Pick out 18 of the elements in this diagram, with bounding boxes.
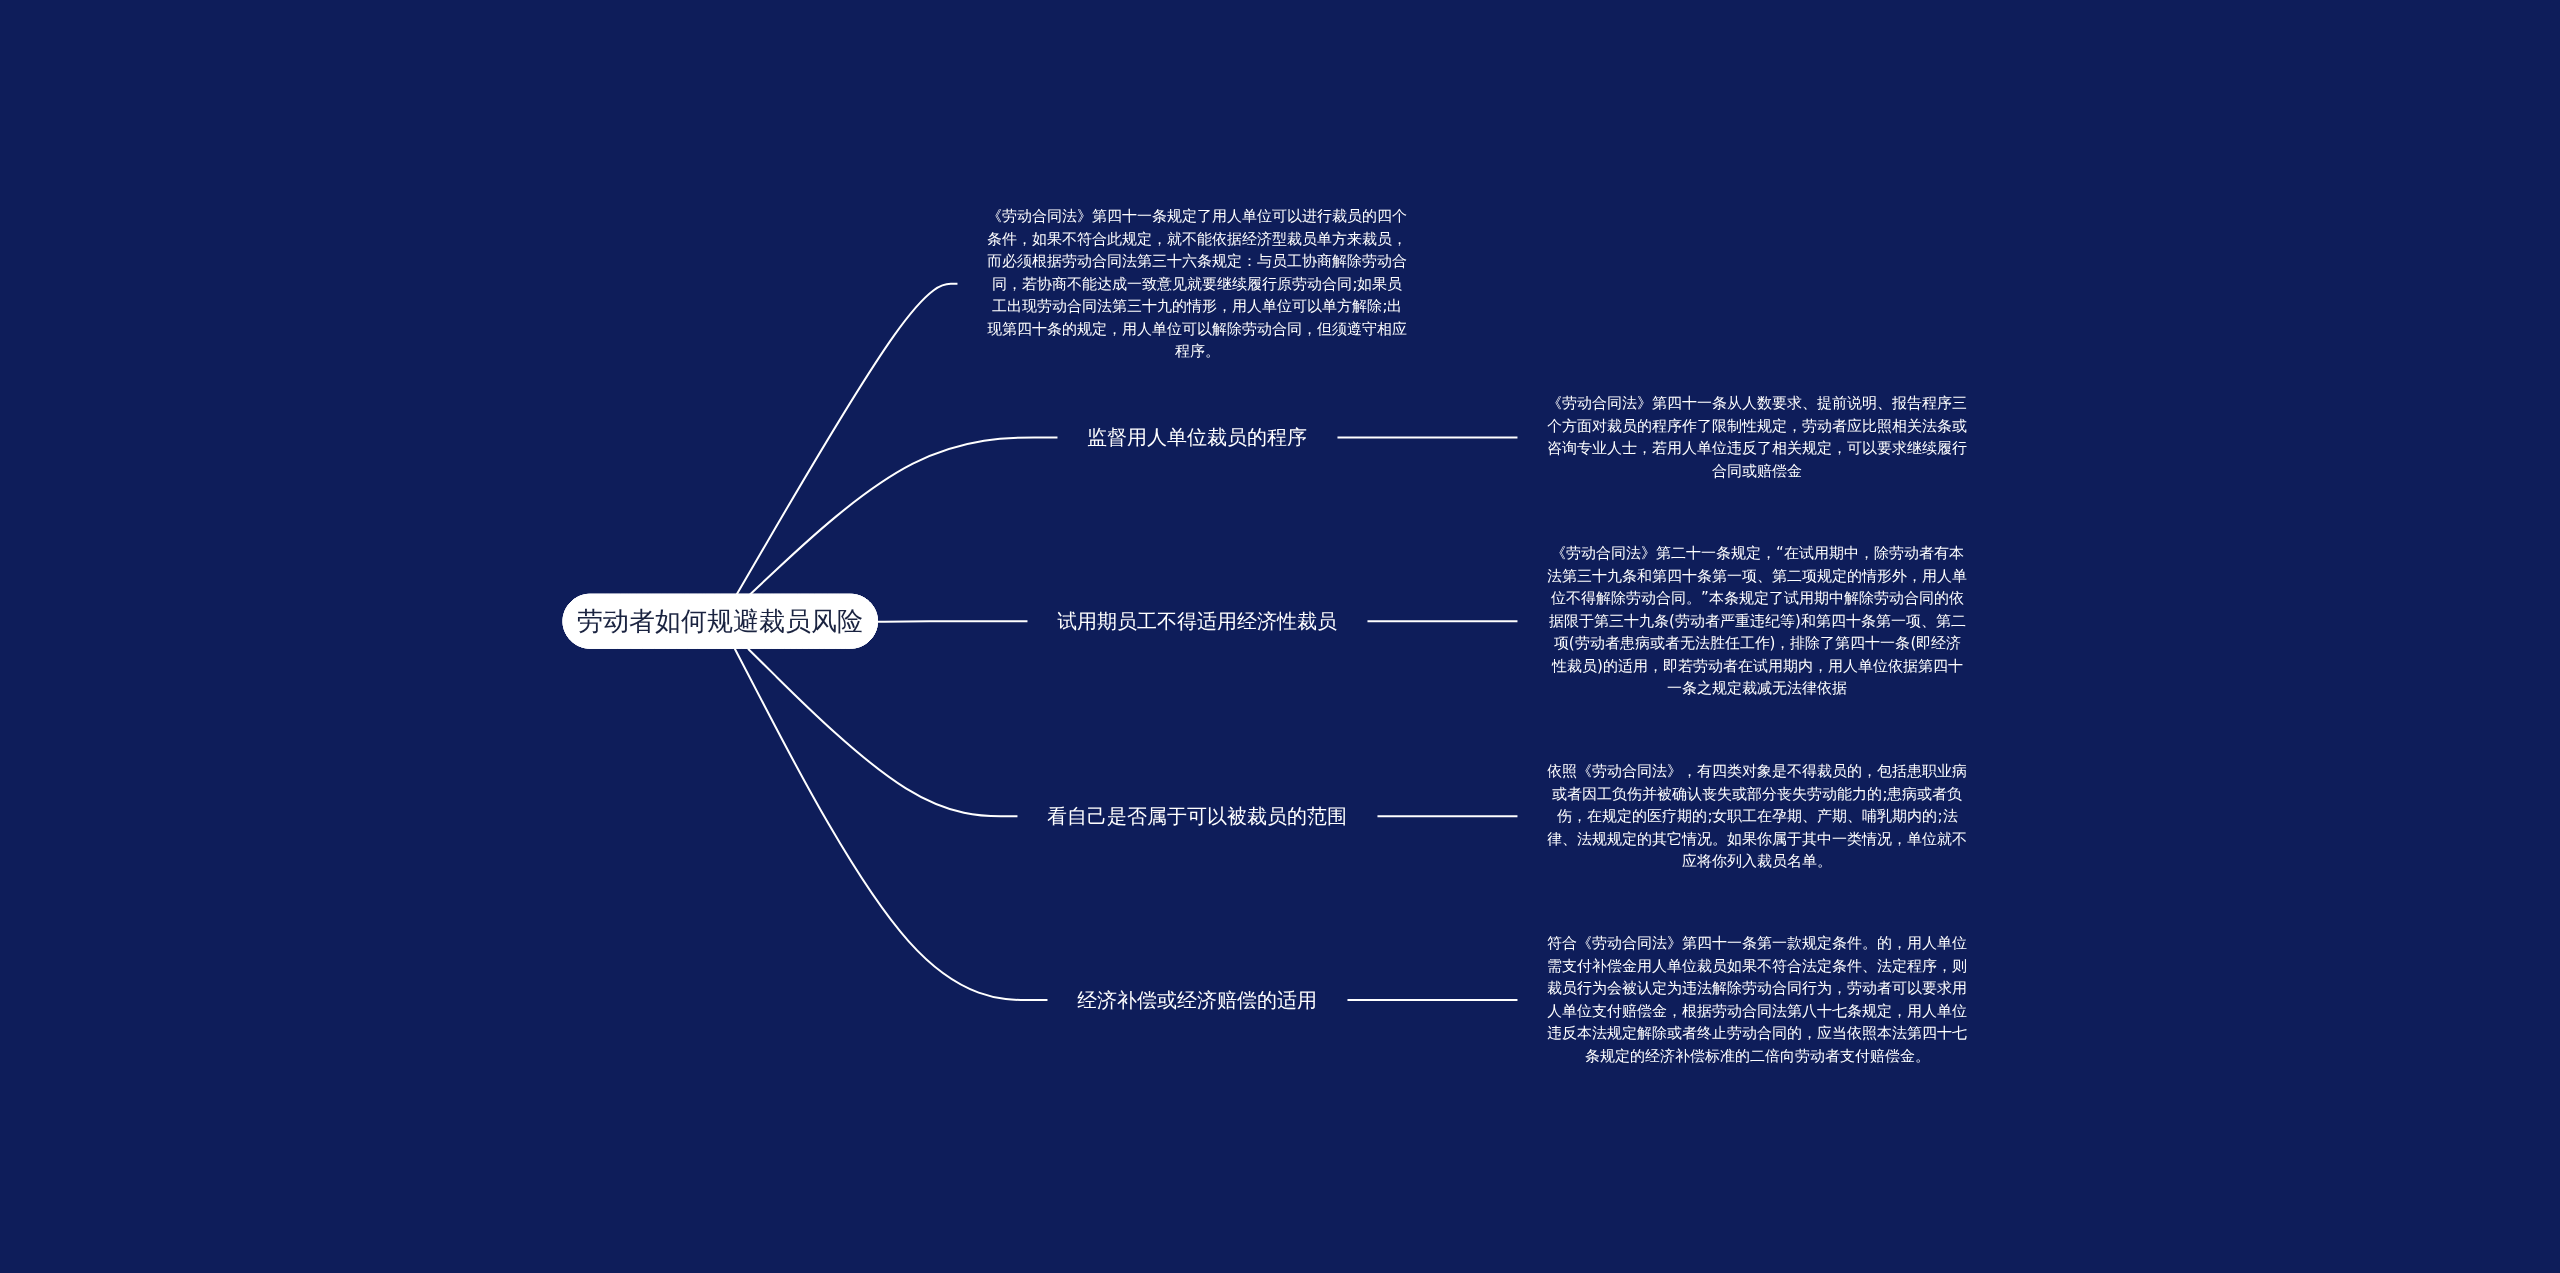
node-text: 《劳动合同法》第二十一条规定，“在试用期中，除劳动者有本法第三十九条和第四十条第一项、第二项规定的情形外，用人单位不得解除劳动合同。”本条规定了试用期中解除劳动合同的依据限于第三十九条(劳动者严重违纪等)和第四十条第一项、第二项(劳动者患病或者无法胜任工作)，排除了第四十一条(即经济性裁员)的适用，即若劳动者在试用期内，用人单位依据第四十一条之规定裁减无法律依据 xyxy=(1547,544,1968,698)
connector xyxy=(1336,436,1519,439)
node-text: 符合《劳动合同法》第四十一条第一款规定条件。的，用人单位需支付补偿金用人单位裁员如果不符合法定条件、法定程序，则裁员行为会被认定为违法解除劳动合同行为，劳动者可以要求用人单位支付赔偿金，根据劳动合同法第八十七条规定，用人单位违反本法规定解除或者终止劳动合同的，应当依照本法第四十七条规定的经济补偿标准的二倍向劳动者支付赔偿金。 xyxy=(1547,934,1968,1066)
node-text: 《劳动合同法》第四十一条从人数要求、提前说明、报告程序三个方面对裁员的程序作了限制性规定，劳动者应比照相关法条或咨询专业人士，若用人单位违反了相关规定，可以要求继续履行合同或赔偿金 xyxy=(1547,394,1968,481)
connector xyxy=(1366,620,1519,623)
node-text: 《劳动合同法》第四十一条规定了用人单位可以进行裁员的四个条件，如果不符合此规定，就不能依据经济型裁员单方来裁员，而必须根据劳动合同法第三十六条规定：与员工协商解除劳动合同，若协商不能达成一致意见就要继续履行原劳动合同;如果员工出现劳动合同法第三十九的情形，用人单位可以单方解除;出现第四十条的规定，用人单位可以解除劳动合同，但须遵守相应程序。 xyxy=(987,207,1408,361)
node-text: 经济补偿或经济赔偿的适用 xyxy=(1077,988,1318,1013)
connector xyxy=(1376,815,1519,818)
connector xyxy=(746,648,1019,818)
node-text: 监督用人单位裁员的程序 xyxy=(1087,425,1308,450)
node-text: 看自己是否属于可以被裁员的范围 xyxy=(1047,804,1348,829)
node-text: 试用期员工不得适用经济性裁员 xyxy=(1057,609,1338,634)
connector xyxy=(735,283,959,596)
connector xyxy=(748,436,1059,596)
node-text: 依照《劳动合同法》，有四类对象是不得裁员的，包括患职业病或者因工负伤并被确认丧失或部分丧失劳动能力的;患病或者负伤，在规定的医疗期的;女职工在孕期、产期、哺乳期内的;法律、法规规定的其它情况。如果你属于其中一类情况，单位就不应将你列入裁员名单。 xyxy=(1547,762,1968,871)
connector xyxy=(876,620,1029,623)
connector xyxy=(1346,999,1519,1002)
connector xyxy=(733,648,1049,1002)
